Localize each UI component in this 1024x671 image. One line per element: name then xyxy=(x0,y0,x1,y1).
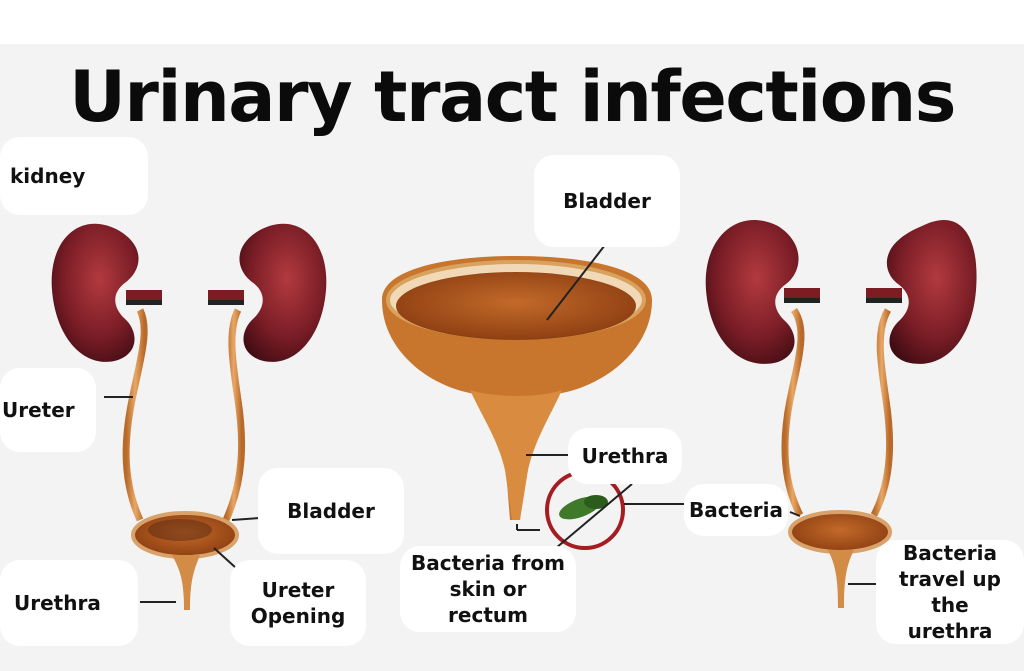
right-bladder xyxy=(788,510,892,554)
label-urethra-left: Urethra xyxy=(0,560,138,646)
label-bacteria-travel: Bacteria travel up the urethra xyxy=(876,540,1024,644)
right-kidney-a xyxy=(705,219,799,364)
left-urethra xyxy=(172,555,200,610)
label-kidney-text: kidney xyxy=(10,164,86,188)
label-bacteria-from-line2: skin or rectum xyxy=(448,577,528,627)
right-urethra xyxy=(828,550,854,608)
center-bladder-liquid xyxy=(396,272,636,340)
label-bacteria: Bacteria xyxy=(684,484,788,536)
left-kidney-b xyxy=(239,223,327,362)
label-urethra-left-text: Urethra xyxy=(14,591,101,615)
label-bacteria-travel-line1: Bacteria xyxy=(903,541,997,565)
left-ureter-b xyxy=(222,308,246,522)
label-bladder-center: Bladder xyxy=(534,155,680,247)
left-kidney-a xyxy=(51,223,139,362)
label-ureter-opening: Ureter Opening xyxy=(230,560,366,646)
left-ureter-a xyxy=(122,308,148,522)
label-urethra-center-text: Urethra xyxy=(581,444,669,468)
label-ureter: Ureter xyxy=(0,368,96,452)
right-kidney-b xyxy=(886,219,977,364)
label-kidney: kidney xyxy=(0,137,148,215)
label-bacteria-travel-line2: travel up the xyxy=(899,567,1001,617)
label-bacteria-from-line1: Bacteria from xyxy=(410,551,566,575)
label-bladder-left-text: Bladder xyxy=(287,499,375,523)
label-ureter-opening-line1: Ureter xyxy=(261,578,335,602)
right-ureter-a xyxy=(781,307,805,517)
label-bacteria-text: Bacteria xyxy=(689,498,783,522)
label-bacteria-travel-line3: urethra xyxy=(907,619,993,643)
right-urinary-system xyxy=(705,219,977,608)
right-ureter-b xyxy=(870,308,894,517)
page-title: Urinary tract infections xyxy=(69,56,956,138)
label-bladder-left: Bladder xyxy=(258,468,404,554)
label-bladder-center-text: Bladder xyxy=(563,189,651,213)
label-bacteria-from: Bacteria from skin or rectum xyxy=(400,546,576,632)
left-urinary-system xyxy=(51,223,327,610)
label-ureter-opening-line2: Opening xyxy=(250,604,346,628)
label-urethra-center: Urethra xyxy=(568,428,682,484)
center-bladder-system xyxy=(382,244,684,550)
label-ureter-text: Ureter xyxy=(2,398,75,422)
